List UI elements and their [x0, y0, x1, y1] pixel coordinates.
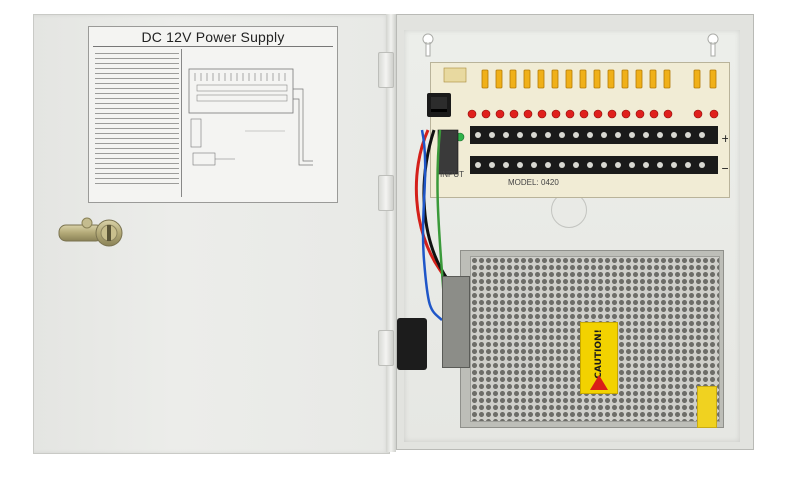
door-hinge-bottom — [378, 330, 394, 366]
ptc-fuse-row — [443, 67, 717, 89]
instruction-text-lines — [93, 49, 182, 197]
model-number: 0420 — [541, 178, 559, 187]
distribution-board-components: + − — [437, 67, 728, 175]
wiring-diagram — [188, 68, 313, 166]
door-hinge-middle — [378, 175, 394, 211]
warning-triangle-icon — [590, 375, 608, 390]
psu-terminal-block — [442, 276, 470, 368]
cam-lock-icon[interactable] — [57, 215, 127, 249]
caution-sticker: CAUTION! — [580, 322, 618, 394]
instruction-label: DC 12V Power Supply — [88, 26, 338, 203]
mounting-keyhole-right — [707, 33, 719, 57]
svg-text:−: − — [721, 162, 728, 175]
input-label: INPUT — [440, 170, 464, 179]
rating-sticker — [697, 386, 717, 428]
model-label: MODEL: — [508, 178, 539, 187]
mounting-keyhole-left — [422, 33, 434, 57]
label-title: DC 12V Power Supply — [141, 29, 285, 45]
rocker-switch-icon[interactable] — [427, 93, 451, 117]
ac-input-plug — [397, 318, 427, 370]
door-hinge-top — [378, 52, 394, 88]
door-edge — [386, 14, 396, 452]
svg-text:+: + — [721, 132, 728, 145]
